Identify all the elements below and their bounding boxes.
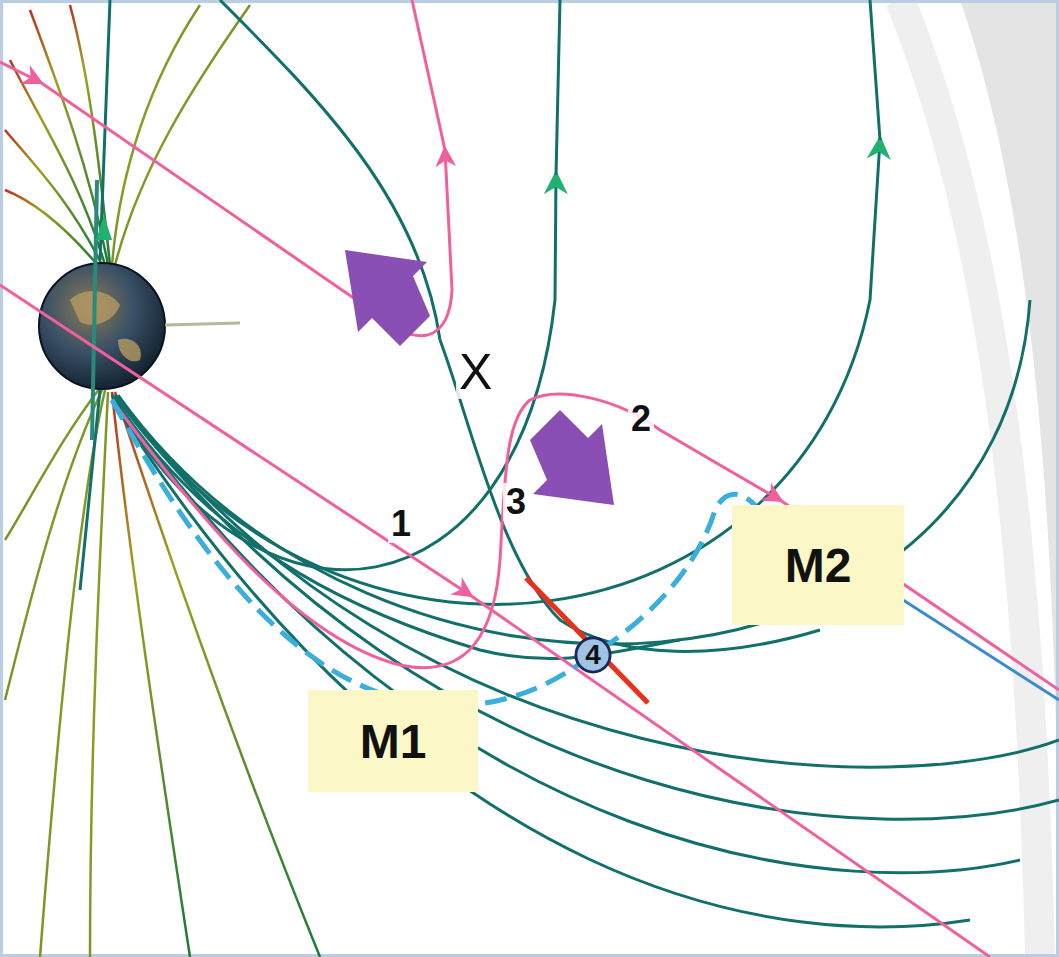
earth-axis — [92, 180, 97, 440]
region-label: 4 — [585, 639, 601, 671]
callout-number: 3 — [503, 483, 529, 521]
callout-number: 2 — [628, 400, 654, 438]
outflow-arrow — [530, 410, 614, 505]
particle-path — [112, 400, 755, 706]
region-box: M1 — [308, 690, 478, 792]
crossing-marker — [526, 578, 648, 703]
region-label: M2 — [785, 538, 852, 593]
polar-field-lines — [5, 5, 320, 957]
x-line-label: X — [456, 346, 495, 399]
region-label: M1 — [360, 714, 427, 769]
axis-arrowhead — [96, 215, 112, 240]
callout-number: 1 — [388, 505, 414, 543]
outflow-arrow — [345, 250, 430, 346]
region-box: M2 — [732, 505, 904, 625]
earth — [39, 263, 165, 389]
field-lines — [80, 0, 1059, 927]
point-marker: 4 — [574, 636, 612, 674]
earth-continents — [70, 291, 141, 361]
sun-direction-line — [165, 323, 240, 325]
